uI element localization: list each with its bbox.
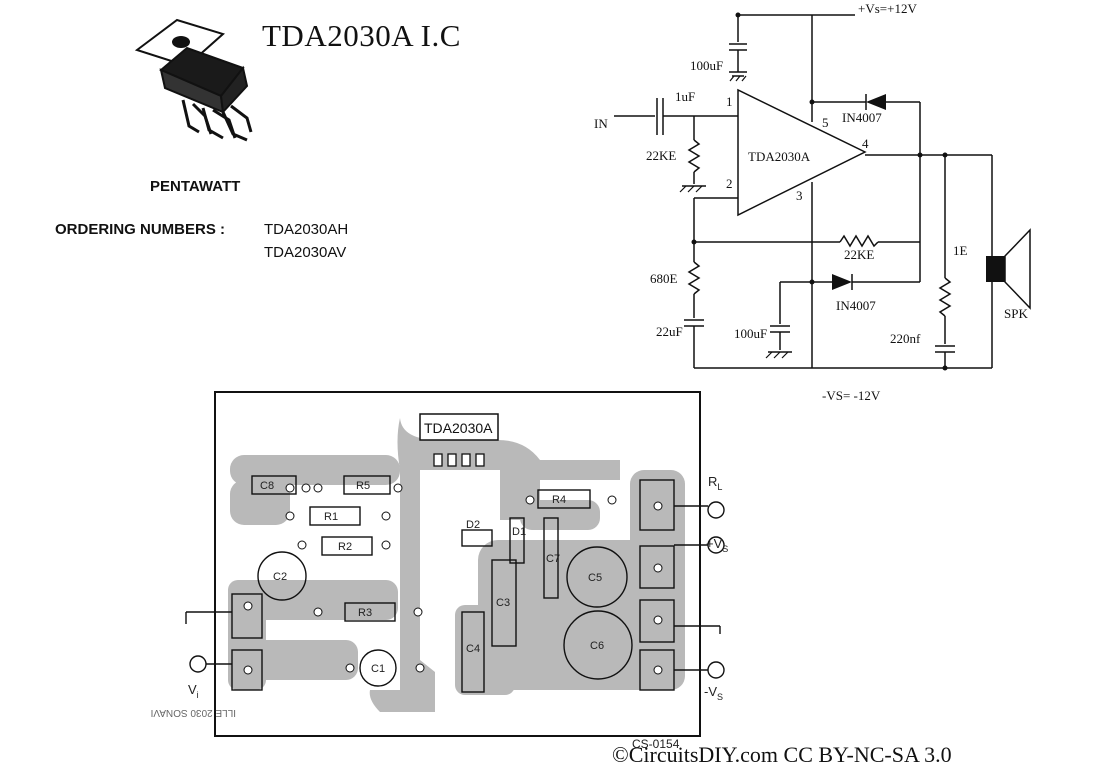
diode-top-label: IN4007	[842, 110, 882, 125]
pin-1-label: 1	[726, 94, 733, 109]
diode-bottom-label: IN4007	[836, 298, 876, 313]
pcb-board-code: CS-0154	[632, 737, 680, 751]
ic-label: TDA2030A	[748, 149, 811, 164]
pcb-part-c6: C6	[590, 640, 604, 652]
supply-positive-label: +Vs=+12V	[858, 1, 917, 16]
ordering-number-1: TDA2030AH	[264, 221, 349, 238]
pcb-part-c7: C7	[546, 553, 560, 565]
pin-5-label: 5	[822, 115, 829, 130]
cap-bottom-label: 100uF	[734, 326, 767, 341]
pentawatt-package-illustration	[134, 18, 253, 142]
pcb-part-d2: D2	[466, 519, 480, 531]
pin-2-label: 2	[726, 176, 733, 191]
pcb-part-d1: D1	[512, 526, 526, 538]
res-input-label: 22KE	[646, 148, 676, 163]
pcb-part-r4: R4	[552, 494, 566, 506]
pcb-mirror-text: ILLE 2030 SONAVI	[151, 707, 236, 718]
ordering-label: ORDERING NUMBERS :	[55, 221, 226, 238]
ordering-number-2: TDA2030AV	[264, 244, 347, 261]
pcb-part-c5: C5	[588, 572, 602, 584]
input-label: IN	[594, 116, 608, 131]
pcb-part-c8: C8	[260, 480, 274, 492]
res-feedback-label: 22KE	[844, 247, 874, 262]
terminal-vs-neg-label: -VS	[704, 684, 723, 702]
pcb-part-r2: R2	[338, 541, 352, 553]
page-title: TDA2030A I.C	[262, 18, 461, 53]
supply-negative-label: -VS= -12V	[822, 388, 881, 403]
cap-zobel-label: 220nf	[890, 331, 921, 346]
pcb-layout: TDA2030A	[151, 391, 728, 751]
res-zobel-label: 1E	[953, 243, 968, 258]
terminal-vi-label: Vi	[188, 682, 199, 700]
cap-input-label: 1uF	[675, 89, 695, 104]
pcb-part-c2: C2	[273, 571, 287, 583]
terminal-rl-label: RL	[708, 474, 722, 492]
cap-gnd-label: 22uF	[656, 324, 683, 339]
pin-4-label: 4	[862, 136, 869, 151]
speaker-label: SPK	[1004, 306, 1028, 321]
pcb-part-c4: C4	[466, 643, 480, 655]
amplifier-schematic: +Vs=+12V 100uF 1uF IN 22KE 1 2 3 4 5 TDA…	[594, 1, 1031, 403]
pcb-part-c1: C1	[371, 663, 385, 675]
terminal-vs-pos-label: +VS	[706, 536, 728, 554]
pin-3-label: 3	[796, 188, 803, 203]
pcb-ic-label: TDA2030A	[424, 420, 493, 436]
pcb-part-r3: R3	[358, 607, 372, 619]
cap-top-label: 100uF	[690, 58, 723, 73]
res-gnd-label: 680E	[650, 271, 678, 286]
pcb-part-r1: R1	[324, 511, 338, 523]
copyright-credit: ©CircuitsDIY.com CC BY-NC-SA 3.0	[612, 742, 952, 767]
pcb-part-c3: C3	[496, 597, 510, 609]
pcb-part-r5: R5	[356, 480, 370, 492]
package-label: PENTAWATT	[150, 178, 241, 195]
